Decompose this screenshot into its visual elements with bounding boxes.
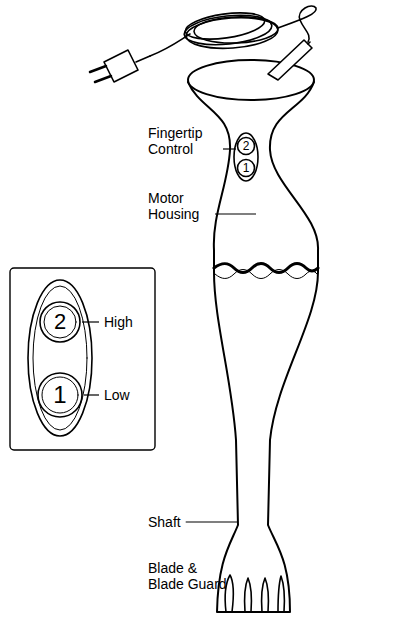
inset-frame (10, 268, 155, 450)
speed-label: High (104, 314, 133, 330)
button-number: 2 (243, 140, 250, 152)
leader-line (82, 321, 99, 322)
top-cap (188, 60, 314, 100)
button-number: 1 (243, 162, 250, 174)
speed-label: Low (104, 387, 130, 403)
inset-control-panel (28, 280, 92, 436)
blender-body (188, 82, 318, 612)
part-label: Fingertip Control (148, 125, 218, 157)
leader-line (215, 213, 256, 214)
button-number: 2 (54, 311, 66, 333)
power-cord (150, 6, 316, 56)
housing-band (214, 264, 318, 273)
part-label: Shaft (148, 514, 181, 530)
blade-guard-slots (225, 575, 284, 612)
leader-line (186, 521, 237, 522)
strain-relief (268, 40, 312, 80)
leader-line (223, 148, 236, 149)
power-plug (90, 50, 150, 82)
button-number: 1 (53, 383, 66, 407)
leader-line (84, 394, 99, 395)
control-panel (234, 133, 258, 181)
part-label: Blade & Blade Guard (148, 560, 232, 592)
part-label: Motor Housing (148, 190, 210, 222)
